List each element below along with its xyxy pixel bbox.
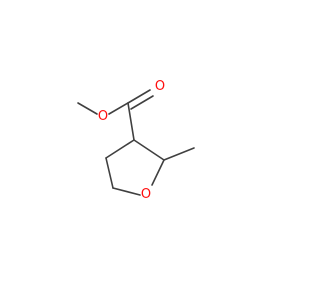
atom-label-methoxy-oxygen: O bbox=[98, 109, 108, 124]
bond-c3-to-c2 bbox=[133, 139, 165, 161]
atom-label-carbonyl-oxygen: O bbox=[155, 79, 165, 94]
bond-c2-to-ring-oxygen bbox=[151, 159, 165, 186]
bond-ring-oxygen-to-c5 bbox=[112, 187, 141, 196]
bond-methyl-to-methoxy-oxygen bbox=[77, 102, 98, 115]
bond-carbonyl-carbon-to-c3 bbox=[127, 102, 135, 141]
bond-carbonyl-double-a bbox=[127, 89, 151, 104]
bond-c4-to-c3 bbox=[105, 139, 135, 159]
bond-c5-to-c4 bbox=[105, 157, 114, 189]
atom-label-ring-oxygen: O bbox=[141, 187, 151, 202]
bond-carbonyl-double-b bbox=[130, 95, 154, 110]
molecule-canvas: O O O bbox=[77, 79, 195, 202]
bond-c2-to-methyl bbox=[163, 147, 195, 161]
bond-methoxy-oxygen-to-carbonyl-carbon bbox=[108, 102, 129, 115]
molecule-structure: O O O bbox=[77, 79, 195, 202]
